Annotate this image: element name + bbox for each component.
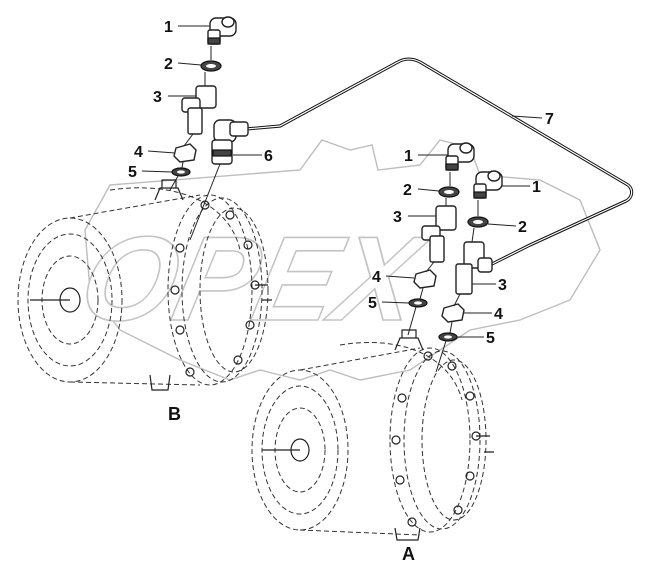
clamp-bolts-a <box>391 351 481 527</box>
callout-b-6: 6 <box>264 148 273 165</box>
callout-pipe-7: 7 <box>545 111 554 128</box>
view-label-b: B <box>168 404 181 424</box>
callout-b-2: 2 <box>164 56 173 73</box>
callout-a1-5: 5 <box>368 295 377 312</box>
callout-b-4: 4 <box>134 144 143 161</box>
hex-nut-icon <box>441 303 465 323</box>
callout-a2-2: 2 <box>518 219 527 236</box>
air-pipe-7 <box>245 57 634 270</box>
callout-a2-4: 4 <box>494 306 503 323</box>
view-label-a: A <box>402 544 415 564</box>
callout-b-1: 1 <box>164 19 173 36</box>
fitting-stack-a-left <box>407 142 475 336</box>
tee-fitting-icon <box>181 85 217 135</box>
hex-nut-icon <box>413 269 437 289</box>
tee-fitting-icon <box>455 241 493 295</box>
hex-nut-icon <box>173 143 197 163</box>
fitting-stack-a-right <box>435 170 503 373</box>
clamp-bolts-b <box>170 200 260 377</box>
callout-a1-4: 4 <box>372 269 381 286</box>
elbow-fitting-6 <box>211 119 249 165</box>
opex-watermark: OPEX <box>69 139 601 381</box>
callout-a1-1: 1 <box>404 148 413 165</box>
callout-b-3: 3 <box>153 89 162 106</box>
callout-a2-1: 1 <box>532 179 541 196</box>
callout-a1-3: 3 <box>393 209 402 226</box>
gear-watermark-icon <box>84 139 601 381</box>
brake-chamber-b <box>17 179 272 391</box>
fitting-stack-b <box>169 16 249 241</box>
callout-b-5: 5 <box>128 164 137 181</box>
banjo-fitting-icon <box>207 16 237 45</box>
callout-a2-5: 5 <box>486 330 495 347</box>
callout-a1-2: 2 <box>403 182 412 199</box>
tee-fitting-icon <box>421 205 457 263</box>
callout-a2-3: 3 <box>498 277 507 294</box>
brake-chamber-a <box>251 329 494 541</box>
banjo-fitting-icon <box>445 142 475 171</box>
banjo-fitting-icon <box>473 170 503 199</box>
callouts: 1 2 3 4 5 6 7 1 2 3 4 5 1 2 3 4 5 <box>128 19 554 347</box>
